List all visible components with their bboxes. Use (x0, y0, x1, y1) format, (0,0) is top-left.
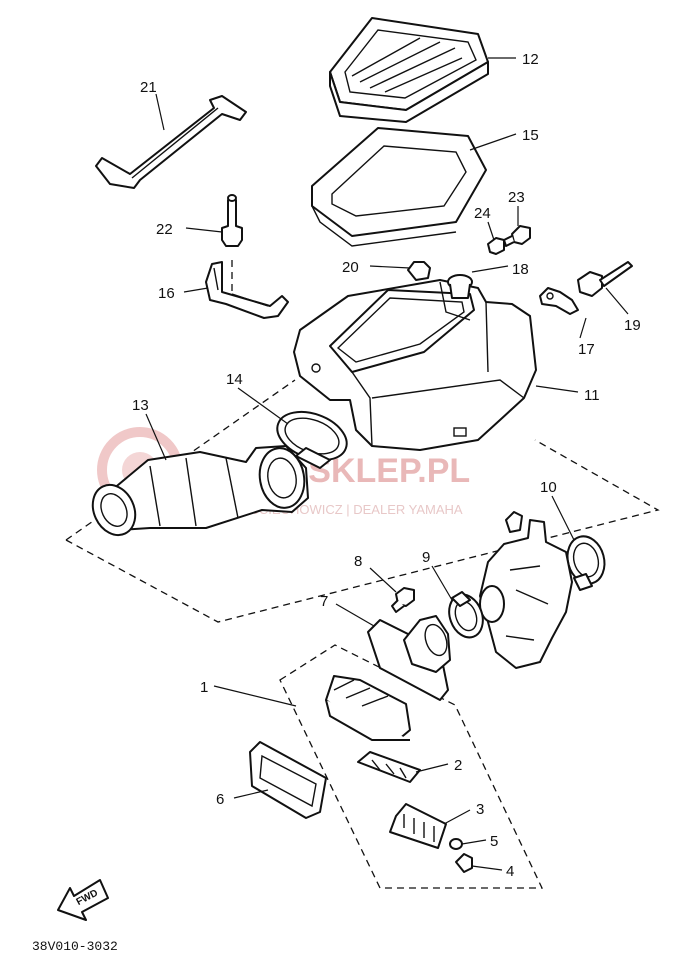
screw-top (503, 225, 531, 247)
callouts: 12 15 21 22 16 11 20 18 24 23 17 19 14 1… (132, 51, 641, 880)
upper-group-boundary-left (65, 379, 296, 541)
reed-washer (449, 838, 463, 850)
carburetor-body (479, 511, 573, 669)
mounting-bracket (205, 261, 289, 319)
reed-petal (389, 803, 447, 849)
drain-cap (447, 274, 473, 299)
upper-group-boundary-bottom (65, 439, 660, 623)
callout-19: 19 (624, 317, 641, 334)
callout-21: 21 (140, 79, 157, 96)
callout-13: 13 (132, 397, 149, 414)
callout-9: 9 (422, 549, 430, 566)
reed-valve-group-boundary (279, 644, 544, 889)
callout-11: 11 (584, 387, 600, 404)
callout-6: 6 (216, 791, 224, 808)
manifold-bolt (391, 587, 415, 613)
leader-lines (145, 57, 629, 871)
reed-screw (455, 853, 473, 873)
callout-18: 18 (512, 261, 529, 278)
callout-20: 20 (342, 259, 359, 276)
callout-14: 14 (226, 371, 243, 388)
air-box-case (293, 279, 537, 451)
pin-rivet (221, 194, 243, 247)
callout-15: 15 (522, 127, 539, 144)
long-bolt (577, 261, 633, 297)
reed-valve-assembly (325, 675, 411, 741)
callout-4: 4 (506, 863, 514, 880)
rubber-strap (95, 95, 247, 189)
callout-16: 16 (158, 285, 175, 302)
callout-24: 24 (474, 205, 491, 222)
manifold-clamp (448, 591, 484, 639)
breather-clip (539, 287, 579, 315)
callout-10: 10 (540, 479, 557, 496)
reed-gasket (249, 741, 327, 819)
diagram-code: 38V010-3032 (32, 939, 118, 954)
washer (487, 237, 505, 255)
air-filter-element (329, 17, 489, 123)
callout-22: 22 (156, 221, 173, 238)
intake-manifold (367, 615, 451, 701)
callout-17: 17 (578, 341, 595, 358)
callout-8: 8 (354, 553, 362, 570)
callout-23: 23 (508, 189, 525, 206)
hose-clamp-upper (276, 410, 348, 469)
forward-direction-arrow: FWD (57, 879, 109, 921)
callout-5: 5 (490, 833, 498, 850)
callout-2: 2 (454, 757, 462, 774)
callout-7: 7 (320, 593, 328, 610)
callout-1: 1 (200, 679, 208, 696)
grommet (407, 261, 431, 281)
intake-joint (91, 445, 309, 537)
callout-3: 3 (476, 801, 484, 818)
filter-cage (311, 127, 487, 247)
reed-stopper (357, 751, 421, 783)
callout-12: 12 (522, 51, 539, 68)
